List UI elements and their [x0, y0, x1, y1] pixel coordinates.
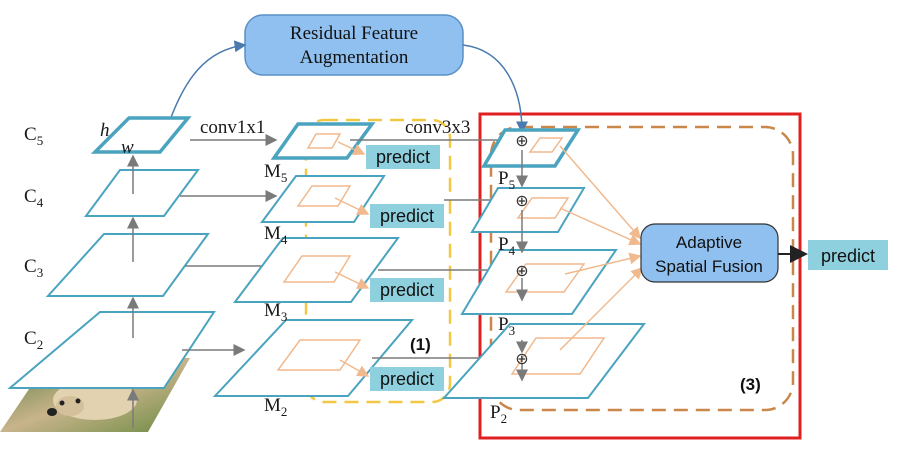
- rfa-label-line1: Residual Feature: [290, 23, 418, 44]
- svg-text:predict: predict: [380, 369, 434, 389]
- h-label: h: [100, 120, 110, 141]
- predict-box-m5: predict: [366, 145, 440, 169]
- svg-text:predict: predict: [821, 246, 875, 266]
- p5-plane: [480, 128, 582, 168]
- c2-label: C2: [24, 328, 43, 352]
- plus-p2: ⊕: [515, 349, 528, 368]
- m5-label: M5: [264, 161, 287, 185]
- plus-p3: ⊕: [515, 261, 528, 280]
- m3-label: M3: [264, 300, 287, 324]
- asf-label-line2: Spatial Fusion: [655, 257, 763, 276]
- conv1x1-label: conv1x1: [200, 117, 265, 138]
- plus-p5: ⊕: [515, 131, 528, 150]
- predict-box-m2: predict: [370, 367, 444, 391]
- svg-text:P4: P4: [498, 234, 516, 258]
- p4-plane: [470, 187, 586, 233]
- svg-text:predict: predict: [380, 280, 434, 300]
- conv3x3-label: conv3x3: [405, 117, 470, 138]
- p3-label: P3: [498, 314, 515, 338]
- c5-plane: [90, 116, 192, 154]
- final-predict-box: predict: [808, 240, 888, 270]
- svg-text:C3: C3: [24, 256, 43, 280]
- svg-text:C5: C5: [24, 124, 43, 148]
- m2-plane: [212, 319, 415, 397]
- svg-text:predict: predict: [376, 147, 430, 167]
- predict-box-m4: predict: [370, 204, 444, 228]
- svg-text:P2: P2: [490, 402, 507, 426]
- asf-label-line1: Adaptive: [676, 233, 742, 252]
- c4-label: C4: [24, 186, 44, 210]
- highlight-frame: [478, 112, 802, 440]
- m5-plane: [270, 122, 376, 160]
- region-3-frame: [489, 125, 795, 412]
- svg-text:P3: P3: [498, 314, 515, 338]
- w-label: w: [121, 137, 134, 158]
- c3-label: C3: [24, 256, 43, 280]
- predict-box-m3: predict: [370, 278, 444, 302]
- svg-text:P5: P5: [498, 168, 515, 192]
- c2-plane: [7, 311, 216, 389]
- svg-text:predict: predict: [380, 206, 434, 226]
- m4-plane: [260, 175, 386, 223]
- svg-text:M4: M4: [264, 223, 288, 247]
- p5-label: P5: [498, 168, 515, 192]
- region-3-label: (3): [740, 375, 761, 394]
- c4-plane: [84, 169, 200, 217]
- m2-label: M2: [264, 395, 287, 419]
- p3-plane: [460, 249, 618, 315]
- svg-text:M3: M3: [264, 300, 287, 324]
- p2-label: P2: [490, 402, 507, 426]
- rfa-label-line2: Augmentation: [300, 47, 409, 68]
- p4-label: P4: [498, 234, 516, 258]
- rfa-out-arrow: [462, 44, 528, 134]
- c3-plane: [45, 233, 210, 297]
- svg-text:C4: C4: [24, 186, 44, 210]
- plus-p4: ⊕: [515, 191, 528, 210]
- svg-text:M2: M2: [264, 395, 287, 419]
- c5-label: C5: [24, 124, 43, 148]
- rfa-in-arrow: [169, 40, 247, 121]
- region-1-label: (1): [410, 335, 431, 354]
- svg-text:C2: C2: [24, 328, 43, 352]
- svg-text:M5: M5: [264, 161, 287, 185]
- p2-plane: [441, 323, 647, 399]
- m4-label: M4: [264, 223, 288, 247]
